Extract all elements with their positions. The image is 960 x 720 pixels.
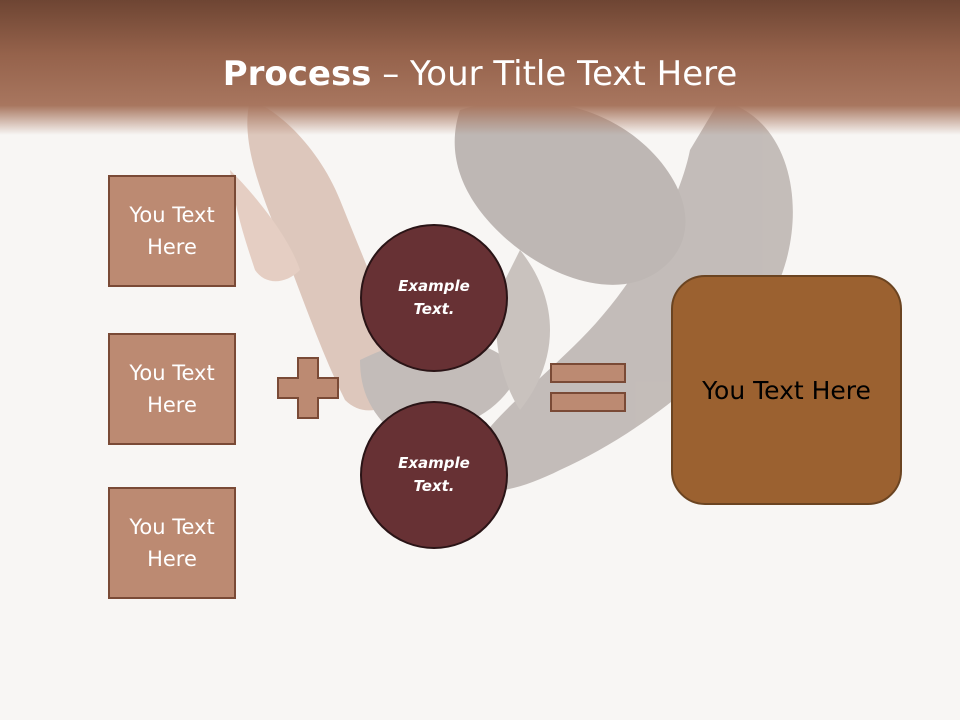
result-box: You Text Here <box>671 275 902 505</box>
example-circle-2-label: Example Text. <box>398 454 470 495</box>
example-circle-1: Example Text. <box>360 224 508 372</box>
title-strong: Process <box>222 54 372 94</box>
text-box-1: You Text Here <box>108 175 236 287</box>
text-box-2: You Text Here <box>108 333 236 445</box>
equals-icon-bottom-bar <box>550 392 626 412</box>
example-circle-1-label: Example Text. <box>398 277 470 318</box>
title-rest: – Your Title Text Here <box>371 54 738 94</box>
text-box-3-label: You Text Here <box>129 515 215 571</box>
text-box-3: You Text Here <box>108 487 236 599</box>
example-circle-2: Example Text. <box>360 401 508 549</box>
text-box-2-label: You Text Here <box>129 361 215 417</box>
page-title: Process – Your Title Text Here <box>0 52 960 96</box>
equals-icon-top-bar <box>550 363 626 383</box>
title-banner <box>0 0 960 135</box>
result-label: You Text Here <box>702 375 871 405</box>
plus-icon <box>277 357 339 419</box>
text-box-1-label: You Text Here <box>129 203 215 259</box>
